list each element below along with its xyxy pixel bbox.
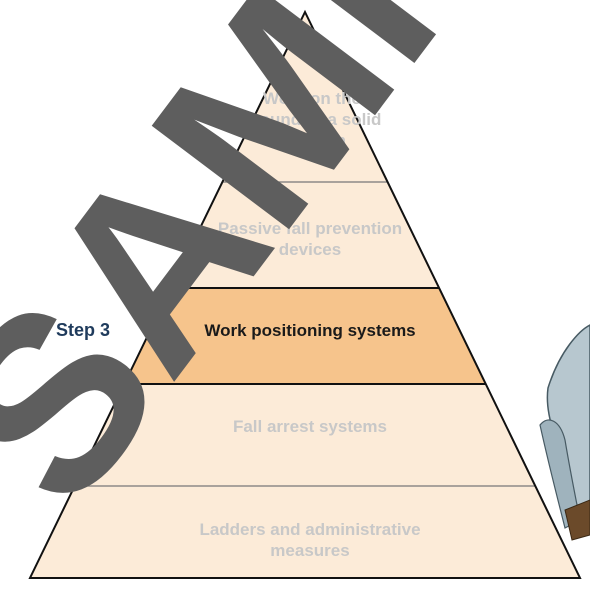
tier-1 [222, 12, 388, 182]
level-2-passive-fall-prevention: Passive fall prevention devices [217, 219, 403, 259]
watermark-text: SAMPLE [0, 0, 590, 552]
level-5-ladders-administrative: Ladders and administrative measures [199, 520, 421, 560]
tier-3 [124, 288, 486, 384]
tier-2 [170, 182, 440, 288]
pyramid-outline [28, 9, 582, 579]
level-4-fall-arrest: Fall arrest systems [232, 417, 388, 436]
level-3-work-positioning: Work positioning systems [204, 321, 416, 340]
pyramid-tiers [30, 12, 580, 578]
worker-figure-illustration [539, 324, 590, 541]
level-1-work-on-ground: Work on the ground or a solid platform [242, 89, 382, 150]
step-label: Step 3 [56, 320, 111, 340]
tier-4 [74, 384, 536, 486]
tier-5 [30, 486, 580, 578]
